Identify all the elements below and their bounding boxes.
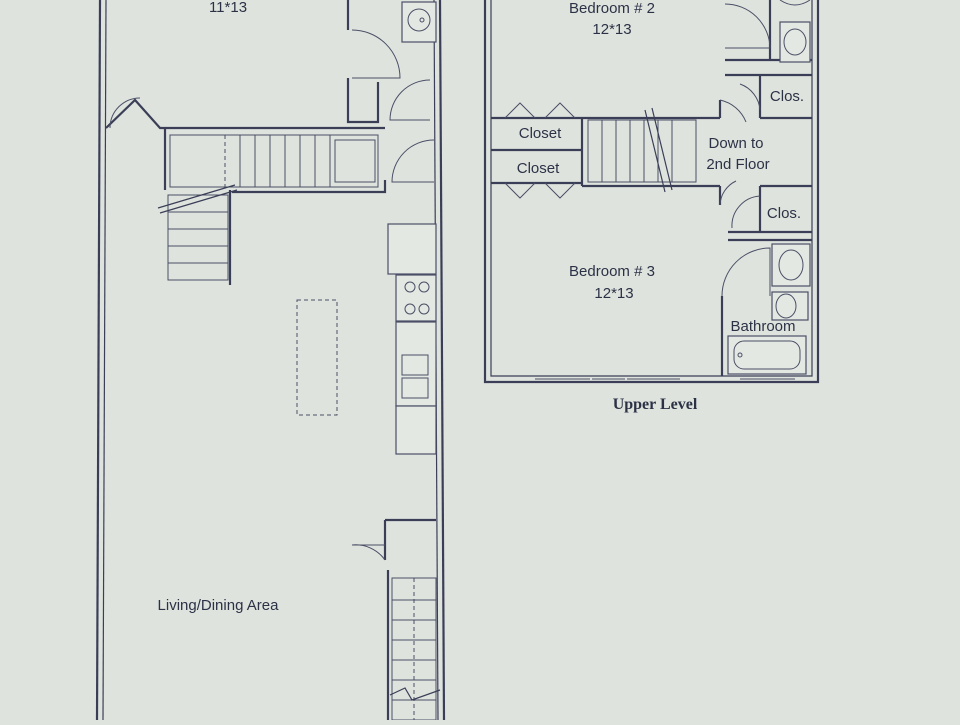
kitchen-sink [401, 354, 429, 376]
lower-room-dims: 11*13 [209, 0, 247, 16]
stair-lower-run [157, 184, 238, 281]
range-cooktop [395, 274, 437, 322]
stairs-down-label-line1: Down to [708, 135, 763, 152]
closet-wall [346, 78, 380, 124]
upper-level-plan: Bedroom # 2 12*13 Closet Closet Down to … [483, 0, 820, 413]
stair-partition-bottom [232, 180, 387, 194]
entry-stair [351, 518, 441, 721]
bedroom2-bath [724, 0, 812, 77]
lower-level-plan: 11*13 Living/Dining Area [95, 0, 446, 721]
pantry-door-swing [391, 139, 435, 183]
bedroom3-dims: 12*13 [594, 285, 633, 302]
lower-west-wall [95, 0, 102, 721]
bathroom-label: Bathroom [730, 318, 795, 335]
bedroom2-dims: 12*13 [592, 21, 631, 38]
closet-top-right [739, 75, 812, 120]
bedroom2-label: Bedroom # 2 [569, 0, 655, 17]
entry-door-swing [351, 544, 386, 561]
bath-sink-2 [771, 243, 811, 287]
refrigerator [387, 223, 437, 275]
closet-door-swing [109, 97, 141, 129]
upper-outer-wall [483, 0, 820, 384]
stairs-down-label-line2: 2nd Floor [706, 156, 769, 173]
closet-band [491, 102, 584, 199]
bedroom3-bath [720, 238, 812, 376]
stair-upper-run [169, 134, 379, 188]
bathtub [727, 335, 807, 375]
bath-sink [401, 1, 437, 43]
upper-level-title: Upper Level [613, 396, 698, 413]
living-dining-label: Living/Dining Area [158, 597, 280, 614]
closet-bottom-right [728, 184, 812, 234]
kitchen-counter [387, 223, 437, 455]
toilet [771, 291, 809, 321]
room-partition-top [105, 98, 385, 130]
clos-bottom-label: Clos. [767, 205, 801, 222]
lower-west-wall-inner [102, 0, 107, 721]
kitchen-island [296, 299, 338, 416]
stairs-down [582, 99, 747, 206]
lower-east-wall [438, 0, 446, 721]
bedroom3-label: Bedroom # 3 [569, 263, 655, 280]
clos-top-label: Clos. [770, 88, 804, 105]
upper-outer-wall-inner [490, 0, 813, 377]
closet-door-swing-2 [389, 79, 431, 121]
closet-top-label: Closet [519, 125, 562, 142]
bath-door-swing [351, 29, 401, 79]
dishwasher [395, 405, 437, 455]
closet-bottom-label: Closet [517, 160, 560, 177]
